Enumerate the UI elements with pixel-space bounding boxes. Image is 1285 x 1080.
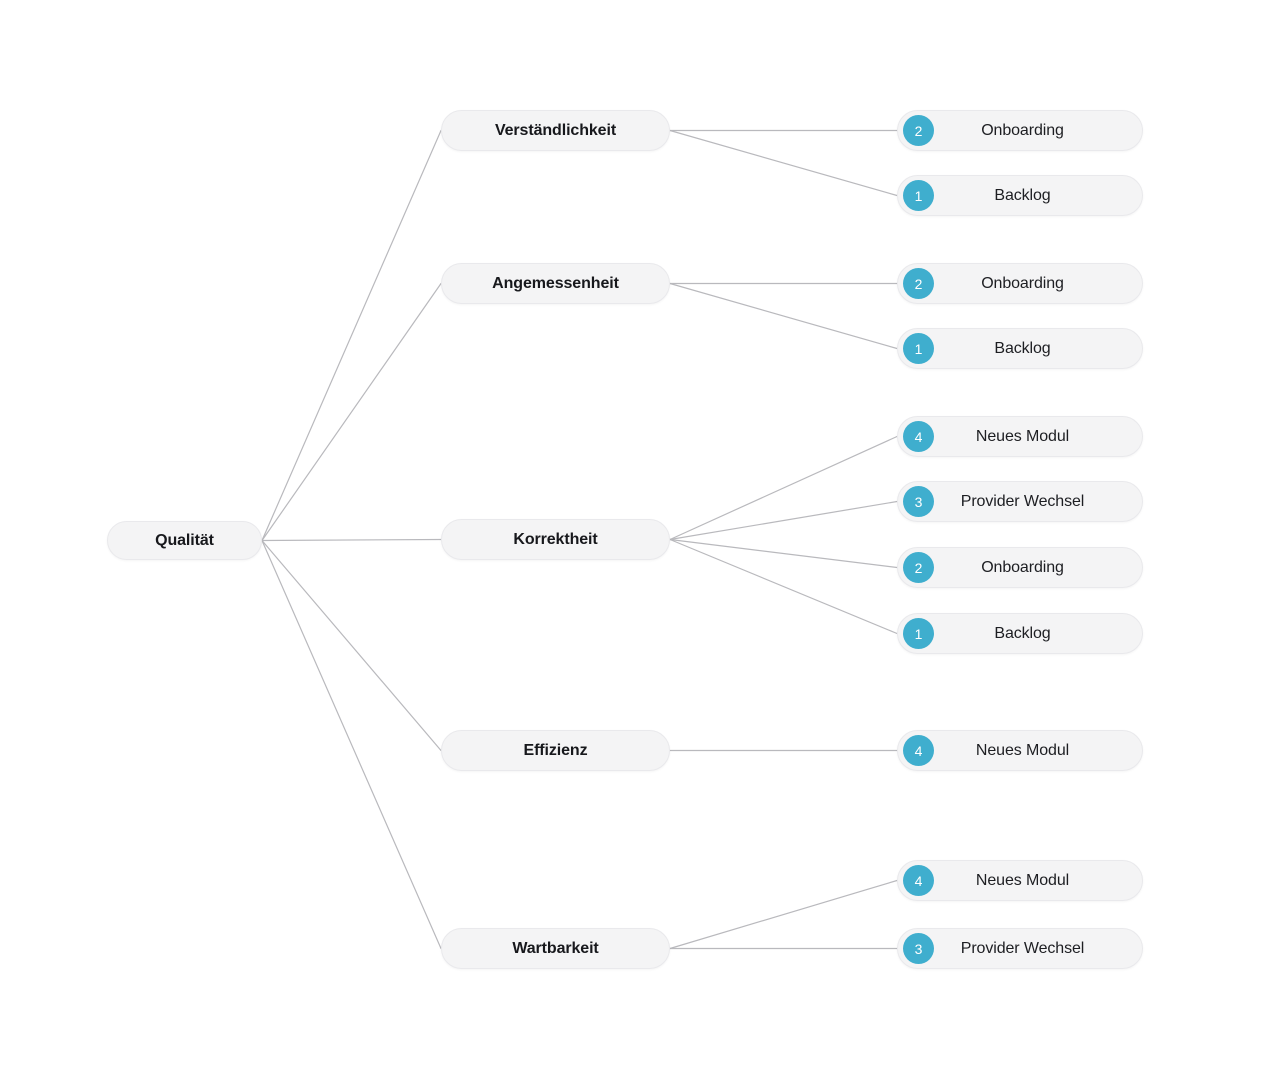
branch-node-korrektheit[interactable]: Korrektheit [441, 519, 670, 560]
node-label: Backlog [994, 339, 1051, 357]
node-label: Neues Modul [975, 741, 1070, 759]
count-badge: 4 [903, 865, 934, 896]
leaf-node-k-backlog[interactable]: 1 Backlog [897, 613, 1143, 654]
leaf-node-a-onboarding[interactable]: 2 Onboarding [897, 263, 1143, 304]
count-badge: 1 [903, 333, 934, 364]
count-badge: 2 [903, 552, 934, 583]
leaf-node-v-onboarding[interactable]: 2 Onboarding [897, 110, 1143, 151]
count-badge: 3 [903, 933, 934, 964]
edge-korrektheit-to-k-neues-modul [669, 435, 898, 541]
node-label: Korrektheit [513, 530, 598, 548]
edge-wartbarkeit-to-w-neues-modul [669, 879, 898, 950]
count-badge: 3 [903, 486, 934, 517]
count-badge: 4 [903, 421, 934, 452]
node-label: Onboarding [981, 274, 1064, 292]
leaf-node-v-backlog[interactable]: 1 Backlog [897, 175, 1143, 216]
edge-korrektheit-to-k-backlog [669, 538, 898, 635]
node-label: Provider Wechsel [960, 492, 1085, 510]
edge-verstaendlichkeit-to-v-backlog [669, 129, 898, 197]
leaf-node-a-backlog[interactable]: 1 Backlog [897, 328, 1143, 369]
root-node-qualitaet[interactable]: Qualität [107, 521, 262, 560]
count-badge: 1 [903, 180, 934, 211]
edge-root-to-angemessenheit [261, 282, 442, 542]
edge-korrektheit-to-k-provider-wechsel [669, 500, 898, 541]
edge-korrektheit-to-k-onboarding [669, 538, 898, 569]
node-label: Effizienz [523, 741, 588, 759]
node-label: Wartbarkeit [512, 939, 599, 957]
branch-node-effizienz[interactable]: Effizienz [441, 730, 670, 771]
node-label: Backlog [994, 186, 1051, 204]
node-label: Neues Modul [975, 427, 1070, 445]
edge-root-to-effizienz [261, 539, 442, 752]
edge-angemessenheit-to-a-backlog [669, 282, 898, 350]
leaf-node-k-neues-modul[interactable]: 4 Neues Modul [897, 416, 1143, 457]
branch-node-wartbarkeit[interactable]: Wartbarkeit [441, 928, 670, 969]
node-label: Verständlichkeit [494, 121, 617, 139]
branch-node-angemessenheit[interactable]: Angemessenheit [441, 263, 670, 304]
node-label: Qualität [155, 531, 214, 549]
leaf-node-w-neues-modul[interactable]: 4 Neues Modul [897, 860, 1143, 901]
node-label: Onboarding [981, 558, 1064, 576]
count-badge: 4 [903, 735, 934, 766]
node-label: Provider Wechsel [960, 939, 1085, 957]
node-label: Angemessenheit [492, 274, 619, 292]
count-badge: 1 [903, 618, 934, 649]
node-label: Onboarding [981, 121, 1064, 139]
edge-root-to-korrektheit [261, 538, 442, 542]
count-badge: 2 [903, 115, 934, 146]
edge-root-to-wartbarkeit [261, 539, 442, 950]
count-badge: 2 [903, 268, 934, 299]
leaf-node-w-provider-wechsel[interactable]: 3 Provider Wechsel [897, 928, 1143, 969]
branch-node-verstaendlichkeit[interactable]: Verständlichkeit [441, 110, 670, 151]
node-label: Backlog [994, 624, 1051, 642]
leaf-node-e-neues-modul[interactable]: 4 Neues Modul [897, 730, 1143, 771]
leaf-node-k-provider-wechsel[interactable]: 3 Provider Wechsel [897, 481, 1143, 522]
leaf-node-k-onboarding[interactable]: 2 Onboarding [897, 547, 1143, 588]
edge-root-to-verstaendlichkeit [261, 129, 442, 542]
node-label: Neues Modul [975, 871, 1070, 889]
